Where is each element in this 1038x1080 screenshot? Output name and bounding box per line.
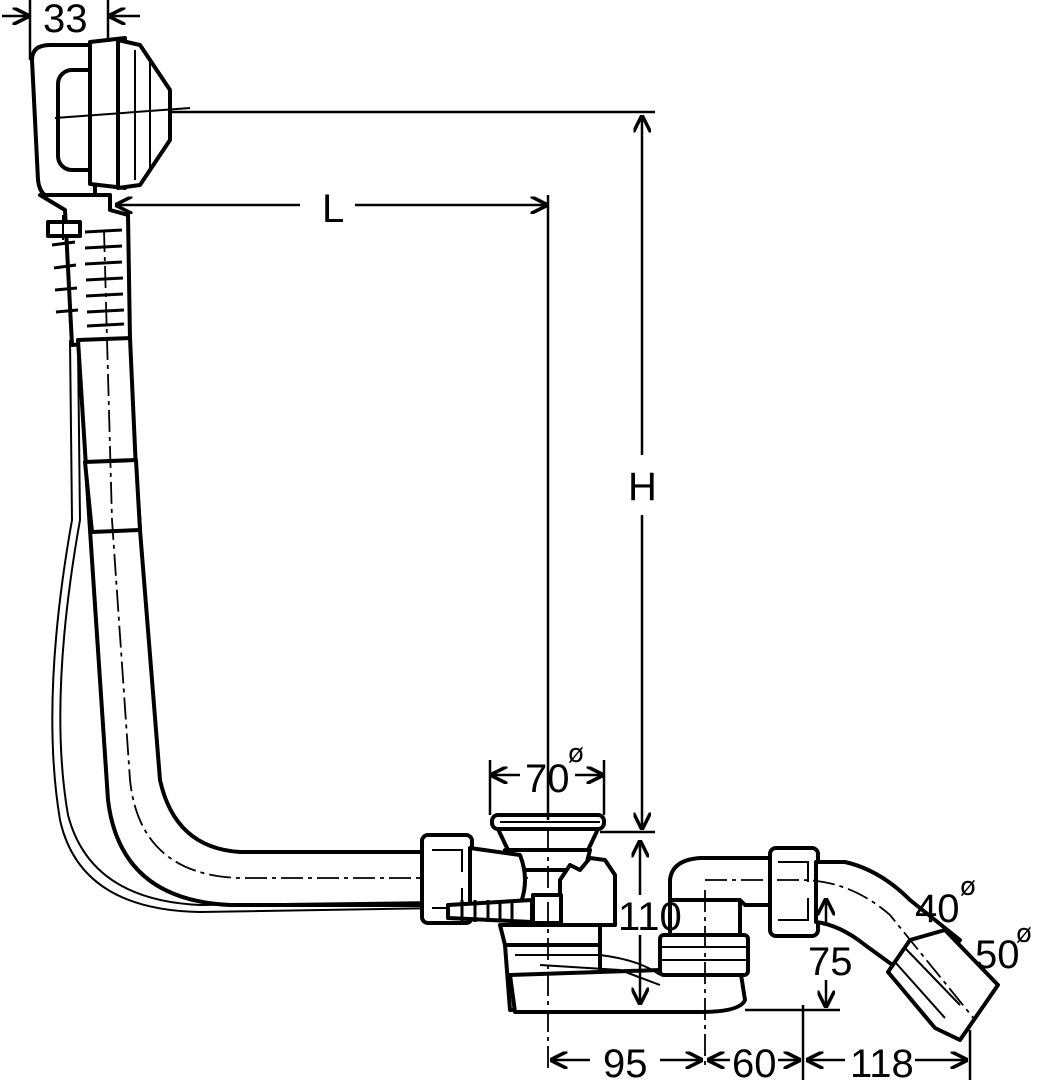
dim-110-label: 110 bbox=[618, 895, 682, 939]
dim-50-label: 50 bbox=[975, 933, 1020, 977]
dim-50-diameter: ø bbox=[1016, 919, 1032, 949]
overflow-head bbox=[30, 36, 191, 202]
dim-40-label: 40 bbox=[915, 887, 960, 931]
dim-70 bbox=[488, 760, 606, 815]
dim-70-diameter: ø bbox=[568, 739, 584, 769]
dim-L bbox=[115, 195, 550, 820]
dim-L-label: L bbox=[322, 187, 344, 231]
dim-95-label: 95 bbox=[603, 1042, 648, 1080]
dim-33-label: 33 bbox=[43, 0, 88, 41]
dim-118-label: 118 bbox=[850, 1042, 914, 1080]
dim-H bbox=[170, 110, 655, 834]
cable-tube bbox=[38, 193, 132, 347]
trap-body bbox=[498, 923, 747, 1014]
dim-40-diameter: ø bbox=[960, 872, 976, 902]
union-nut-right bbox=[768, 846, 820, 938]
dim-75-label: 75 bbox=[808, 940, 853, 984]
dim-60-label: 60 bbox=[732, 1042, 777, 1080]
dim-bottom bbox=[550, 1005, 972, 1080]
actuator-block bbox=[446, 856, 617, 927]
outlet-bend bbox=[705, 860, 1000, 1042]
union-nut-left bbox=[420, 833, 527, 925]
trap-riser bbox=[658, 856, 777, 977]
dim-H-label: H bbox=[628, 465, 657, 509]
dim-33 bbox=[2, 0, 140, 60]
dim-75 bbox=[745, 898, 840, 1012]
dim-70-label: 70 bbox=[525, 757, 570, 801]
